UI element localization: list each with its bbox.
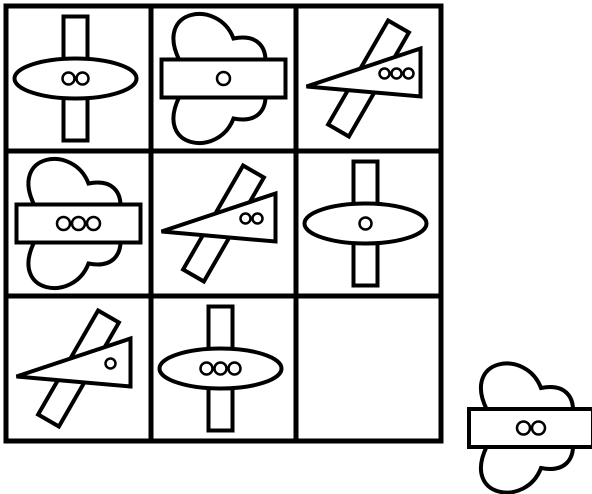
small-circle: [57, 217, 70, 230]
circle-group: [380, 69, 414, 79]
small-circle: [360, 218, 372, 230]
small-circle: [229, 363, 241, 375]
small-circle: [72, 217, 85, 230]
small-circle: [201, 363, 213, 375]
small-circle: [87, 217, 100, 230]
small-circle: [532, 422, 545, 435]
answer-option[interactable]: [469, 363, 592, 492]
small-circle: [380, 69, 390, 79]
small-circle: [215, 363, 227, 375]
small-circle: [63, 73, 75, 85]
small-circle: [392, 69, 402, 79]
wing-bottom: [481, 446, 573, 493]
small-circle: [106, 359, 116, 369]
small-circle: [241, 214, 251, 224]
small-circle: [77, 73, 89, 85]
wing-top: [481, 363, 573, 410]
small-circle: [217, 72, 230, 85]
small-circle: [404, 69, 414, 79]
small-circle: [253, 214, 263, 224]
circle-group: [106, 359, 116, 369]
small-circle: [517, 422, 530, 435]
